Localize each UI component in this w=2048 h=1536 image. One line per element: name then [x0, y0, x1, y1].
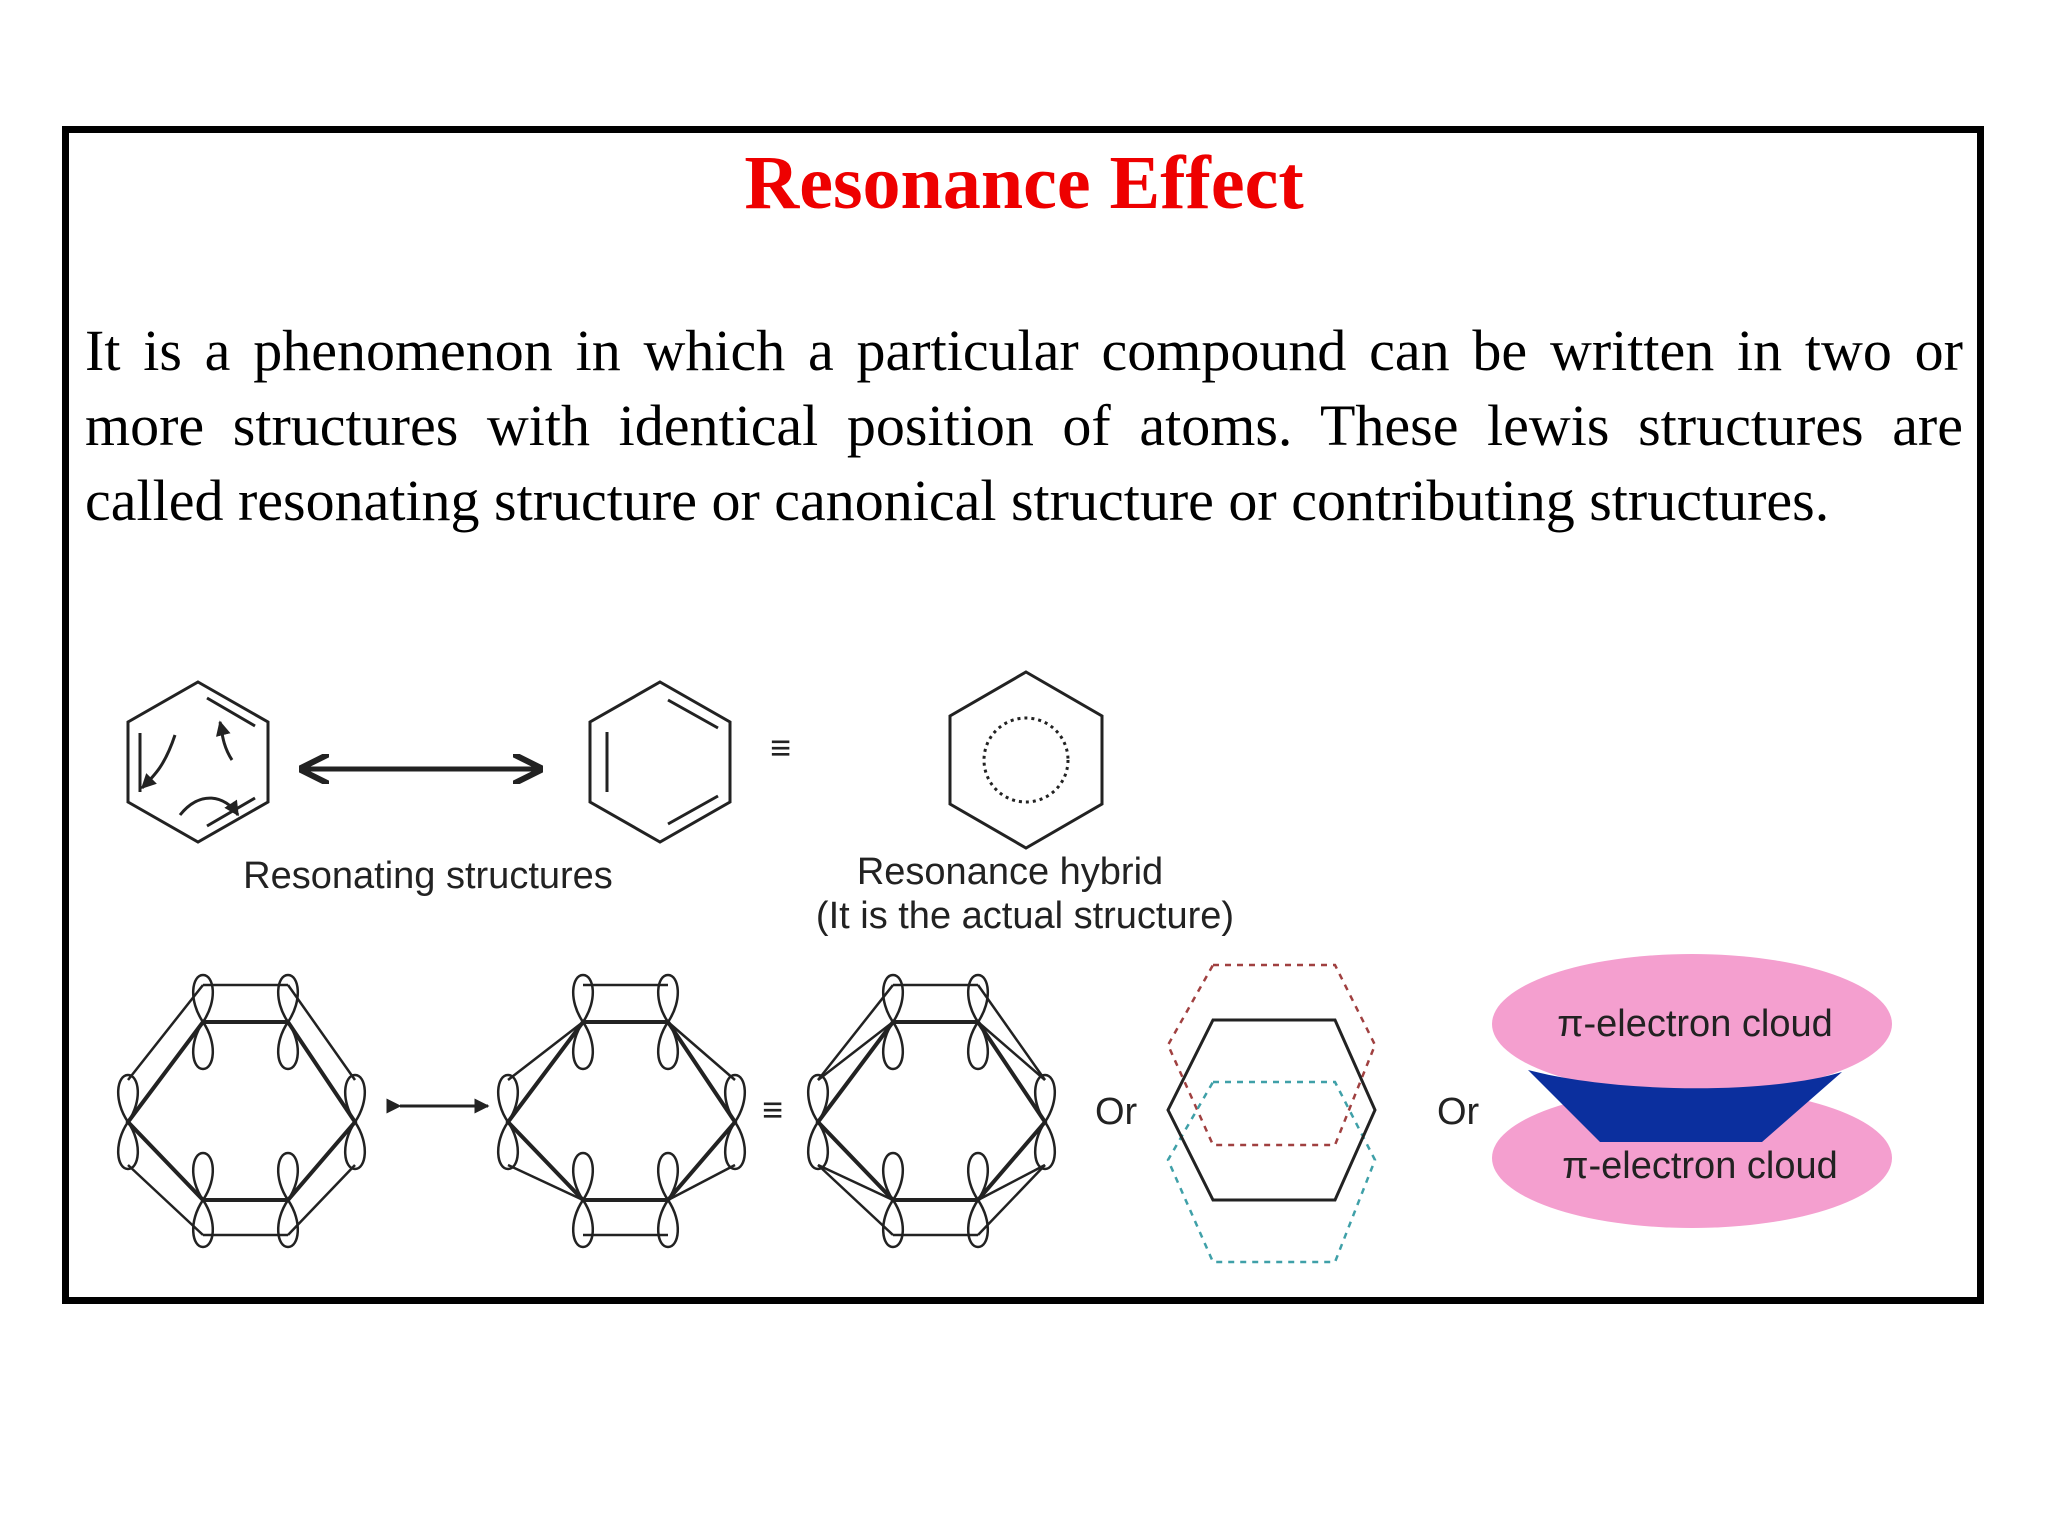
- equiv-symbol-bottom: ≡: [762, 1089, 783, 1130]
- hexagon-dashed-clouds: [1166, 963, 1377, 1264]
- or-label-2: Or: [1437, 1091, 1480, 1133]
- p-orbital-model-2: [497, 973, 746, 1249]
- kekule-structure-with-arrows: [126, 680, 270, 844]
- definition-paragraph: It is a phenomenon in which a particular…: [85, 318, 1963, 533]
- p-orbital-model-overlap: [807, 973, 1056, 1249]
- p-orbital-model-1: [117, 973, 366, 1249]
- resonating-structures-label: Resonating structures: [243, 855, 613, 897]
- equiv-symbol-top: ≡: [770, 727, 791, 768]
- pi-cloud-bottom-label: π-electron cloud: [1562, 1145, 1837, 1187]
- actual-structure-label: (It is the actual structure): [816, 895, 1234, 937]
- resonance-hybrid-label: Resonance hybrid: [857, 851, 1163, 893]
- pi-cloud-top-label: π-electron cloud: [1557, 1003, 1832, 1045]
- pi-electron-cloud-model: [1492, 954, 1892, 1228]
- or-label-1: Or: [1095, 1091, 1138, 1133]
- resonance-hybrid-structure: [948, 670, 1104, 850]
- slide-title: Resonance Effect: [744, 141, 1304, 225]
- kekule-structure: [588, 680, 732, 844]
